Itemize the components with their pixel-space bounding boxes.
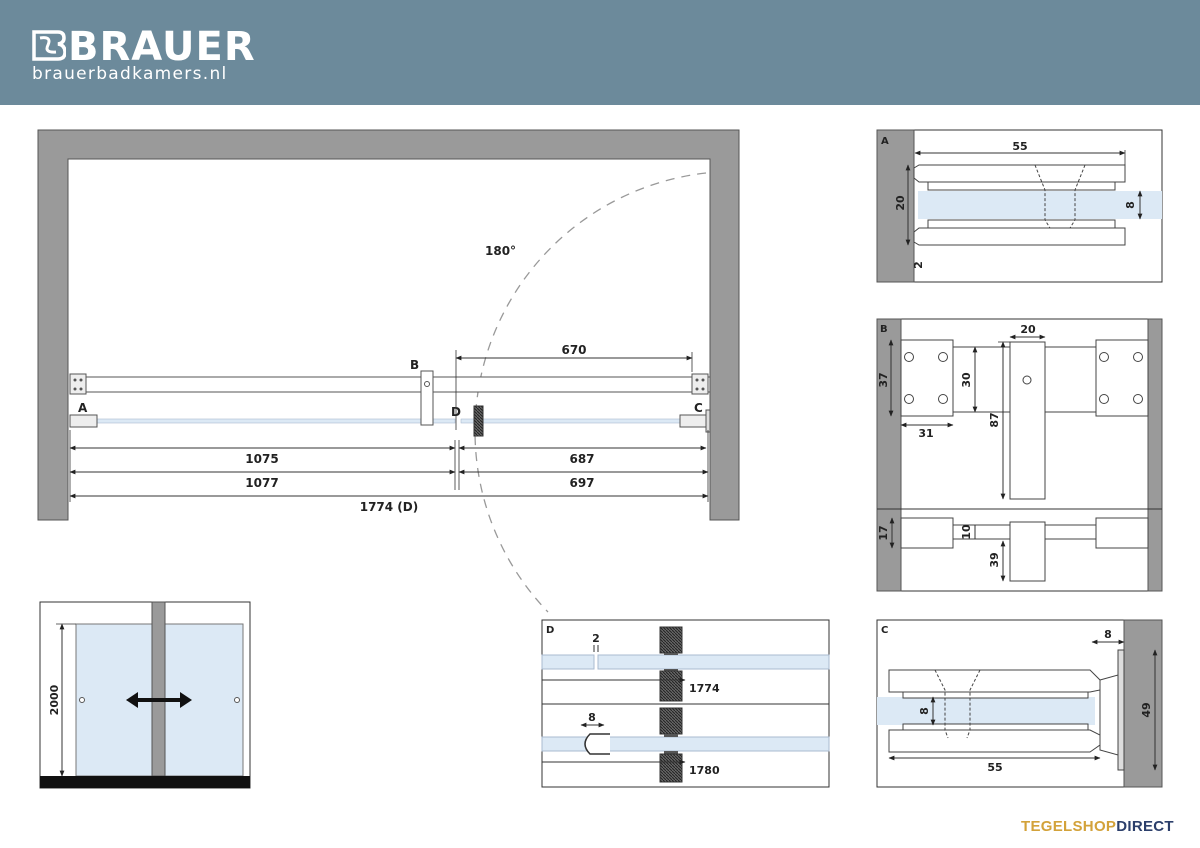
footer-part1: TEGELSHOP	[1021, 818, 1117, 835]
glass-c	[877, 697, 1095, 725]
dim-37-b: 37	[877, 372, 890, 387]
bracket-right-b	[1095, 339, 1149, 417]
knob-d-top	[659, 626, 683, 654]
dim-39-b: 39	[988, 552, 1001, 567]
knob-d-bottom	[659, 707, 683, 735]
dim-2-a: 2	[912, 261, 925, 269]
dim-55-c: 55	[987, 761, 1002, 774]
point-label-b: B	[410, 358, 419, 372]
dim-20-b: 20	[1020, 323, 1036, 336]
swing-arc	[474, 172, 707, 613]
dim-87-b: 87	[988, 412, 1001, 427]
bracket-left-b	[900, 339, 954, 417]
detail-d: D 2 1774 8 1780	[541, 619, 830, 788]
roller-block-b	[1009, 341, 1046, 500]
dim-8-c-top: 8	[1104, 628, 1112, 641]
top-rail	[69, 376, 711, 393]
point-label-c: C	[694, 401, 703, 415]
detail-b-label: B	[880, 324, 888, 335]
dim-1075: 1075	[245, 452, 278, 466]
dim-697: 697	[569, 476, 594, 490]
dim-55-a: 55	[1012, 140, 1027, 153]
dim-8-c: 8	[918, 707, 931, 715]
dim-8-a: 8	[1124, 201, 1137, 209]
dim-10-b: 10	[960, 524, 973, 540]
rail-bracket-left	[69, 373, 87, 395]
brand-website: brauerbadkamers.nl	[32, 64, 228, 84]
main-plan: 180° A B C D 670	[37, 129, 740, 613]
detail-d-label: D	[546, 625, 554, 636]
detail-a: A 55 20 8 2	[876, 129, 1163, 283]
angle-label: 180°	[485, 244, 516, 258]
detail-c: C 8 8 49 55	[876, 619, 1163, 788]
glass-panel-right	[460, 418, 707, 424]
detail-b: B 20 37 30 87 31 17 10 39	[876, 318, 1163, 592]
point-label-a: A	[78, 401, 88, 415]
floor-base	[40, 776, 250, 788]
dim-8-d: 8	[588, 711, 596, 724]
header-bar: BRAUER brauerbadkamers.nl	[0, 0, 1200, 105]
tegelshop-logo: TEGELSHOPDIRECT	[1021, 818, 1174, 835]
detail-a-label: A	[881, 136, 889, 147]
dim-670: 670	[561, 343, 586, 357]
rail-bracket-right	[691, 373, 709, 395]
dim-2-d: 2	[592, 632, 600, 645]
dim-30-b: 30	[960, 372, 973, 388]
dim-1077: 1077	[245, 476, 278, 490]
dim-17-b: 17	[877, 525, 890, 540]
footer-part2: DIRECT	[1116, 818, 1174, 835]
brauer-logo-icon	[30, 28, 67, 67]
dim-31-b: 31	[918, 427, 933, 440]
detail-c-label: C	[881, 625, 888, 636]
dim-1780-d: 1780	[689, 764, 720, 777]
brand-name: BRAUER	[68, 24, 256, 70]
glass-a	[918, 191, 1162, 219]
elevation-view: 2000	[39, 601, 251, 789]
dim-2000: 2000	[48, 684, 61, 715]
dim-1774-d: 1774	[689, 682, 720, 695]
dim-1774-total: 1774 (D)	[360, 500, 419, 514]
handle-knob-d	[473, 405, 484, 437]
wall-outline	[37, 129, 740, 521]
glass-panel	[69, 418, 456, 424]
dim-49-c: 49	[1140, 702, 1153, 717]
center-profile	[151, 601, 166, 777]
dim-20-a: 20	[894, 195, 907, 211]
seal-profile	[584, 733, 610, 755]
roller-b	[420, 370, 434, 426]
clamp-c	[679, 414, 708, 428]
slide-arrow-icon	[126, 692, 192, 708]
clamp-a	[69, 414, 98, 428]
dim-687: 687	[569, 452, 594, 466]
